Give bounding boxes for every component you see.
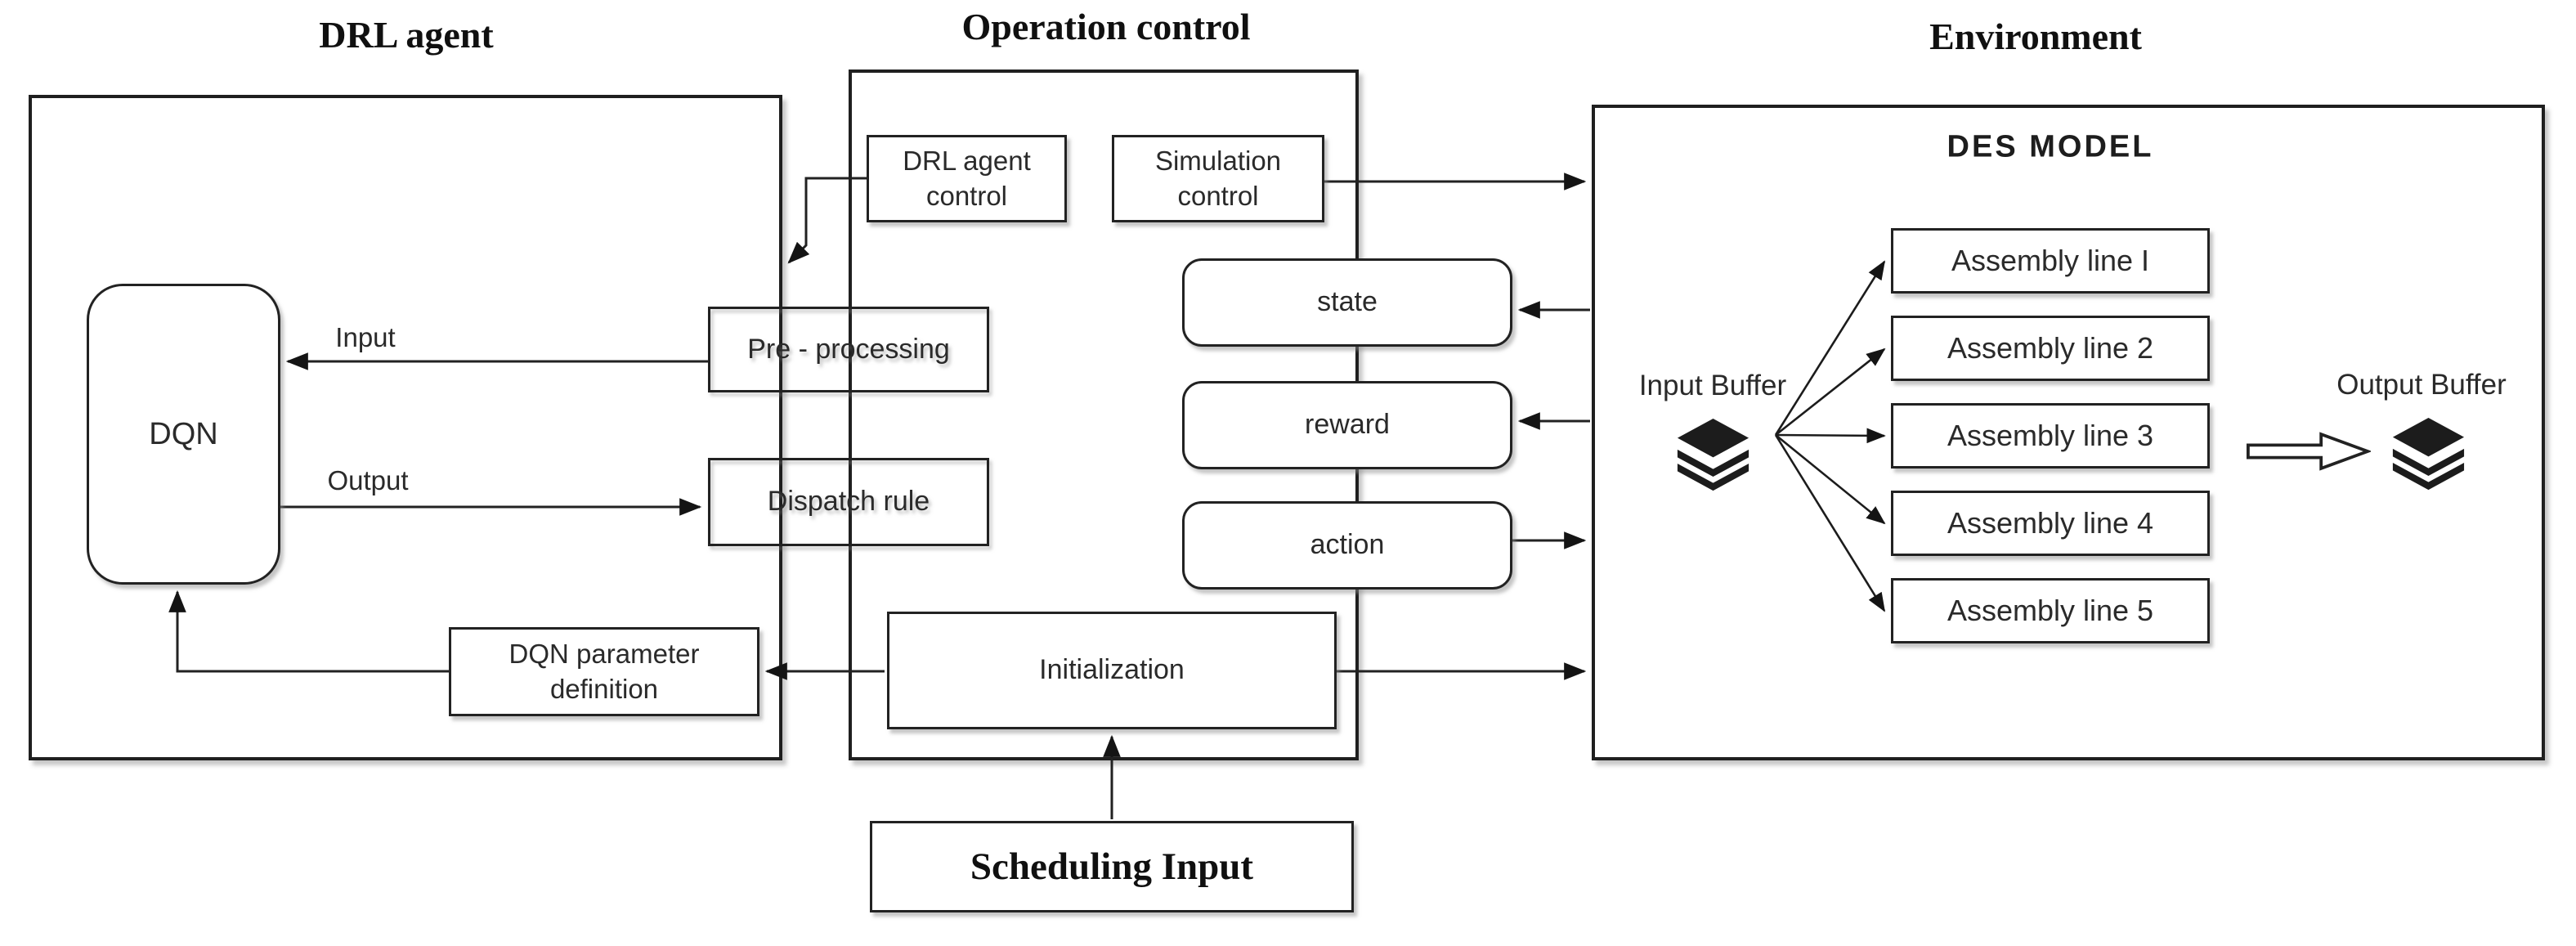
output-buffer-stack-icon [2392, 418, 2465, 491]
assembly-line-1-node: Assembly line I [1891, 228, 2210, 294]
input-buffer-stack-icon [1677, 419, 1749, 491]
reward-node: reward [1182, 381, 1512, 469]
input-edge-label: Input [335, 322, 396, 352]
drl-agent-control-line1: DRL agent [903, 146, 1031, 177]
assembly-line-4-label: Assembly line 4 [1947, 505, 2154, 540]
scheduling-input-label: Scheduling Input [970, 845, 1254, 888]
operation-control-title: Operation control [961, 6, 1251, 47]
output-edge-label: Output [327, 465, 409, 495]
dqn-parameter-definition-line1: DQN parameter [508, 639, 700, 670]
dqn-node: DQN [87, 284, 280, 585]
scheduling-input-node: Scheduling Input [870, 821, 1354, 912]
state-label: state [1317, 286, 1378, 318]
assembly-line-3-node: Assembly line 3 [1891, 403, 2210, 469]
dqn-parameter-definition-line2: definition [549, 673, 659, 704]
des-model-label: DES MODEL [1947, 129, 2154, 164]
input-buffer-label: Input Buffer [1638, 370, 1787, 401]
assembly-line-5-label: Assembly line 5 [1947, 593, 2154, 627]
assembly-line-1-label: Assembly line I [1951, 243, 2150, 277]
action-label: action [1310, 529, 1385, 561]
drl-agent-title: DRL agent [319, 14, 494, 56]
drl-agent-control-node: DRL agent control [867, 135, 1067, 222]
assembly-line-2-label: Assembly line 2 [1947, 330, 2154, 365]
assembly-line-4-node: Assembly line 4 [1891, 491, 2210, 556]
dqn-label: DQN [149, 416, 218, 451]
initialization-node: Initialization [887, 612, 1337, 729]
dispatch-rule-node: Dispatch rule [708, 458, 989, 546]
assembly-line-5-node: Assembly line 5 [1891, 578, 2210, 643]
initialization-label: Initialization [1039, 654, 1185, 686]
environment-title: Environment [1929, 16, 2142, 57]
reward-label: reward [1305, 409, 1390, 441]
pre-processing-label: Pre - processing [747, 333, 950, 365]
action-node: action [1182, 501, 1512, 590]
output-buffer-label: Output Buffer [2336, 369, 2507, 401]
dispatch-rule-label: Dispatch rule [767, 486, 930, 518]
simulation-control-line2: control [1177, 180, 1259, 211]
pre-processing-node: Pre - processing [708, 307, 989, 392]
output-flow-arrow-icon [2247, 432, 2371, 471]
assembly-line-2-node: Assembly line 2 [1891, 316, 2210, 381]
simulation-control-line1: Simulation [1154, 146, 1282, 177]
state-node: state [1182, 258, 1512, 347]
assembly-line-3-label: Assembly line 3 [1947, 418, 2154, 452]
drl-agent-control-line2: control [925, 180, 1008, 211]
dqn-parameter-definition-node: DQN parameter definition [449, 627, 759, 716]
simulation-control-node: Simulation control [1112, 135, 1324, 222]
